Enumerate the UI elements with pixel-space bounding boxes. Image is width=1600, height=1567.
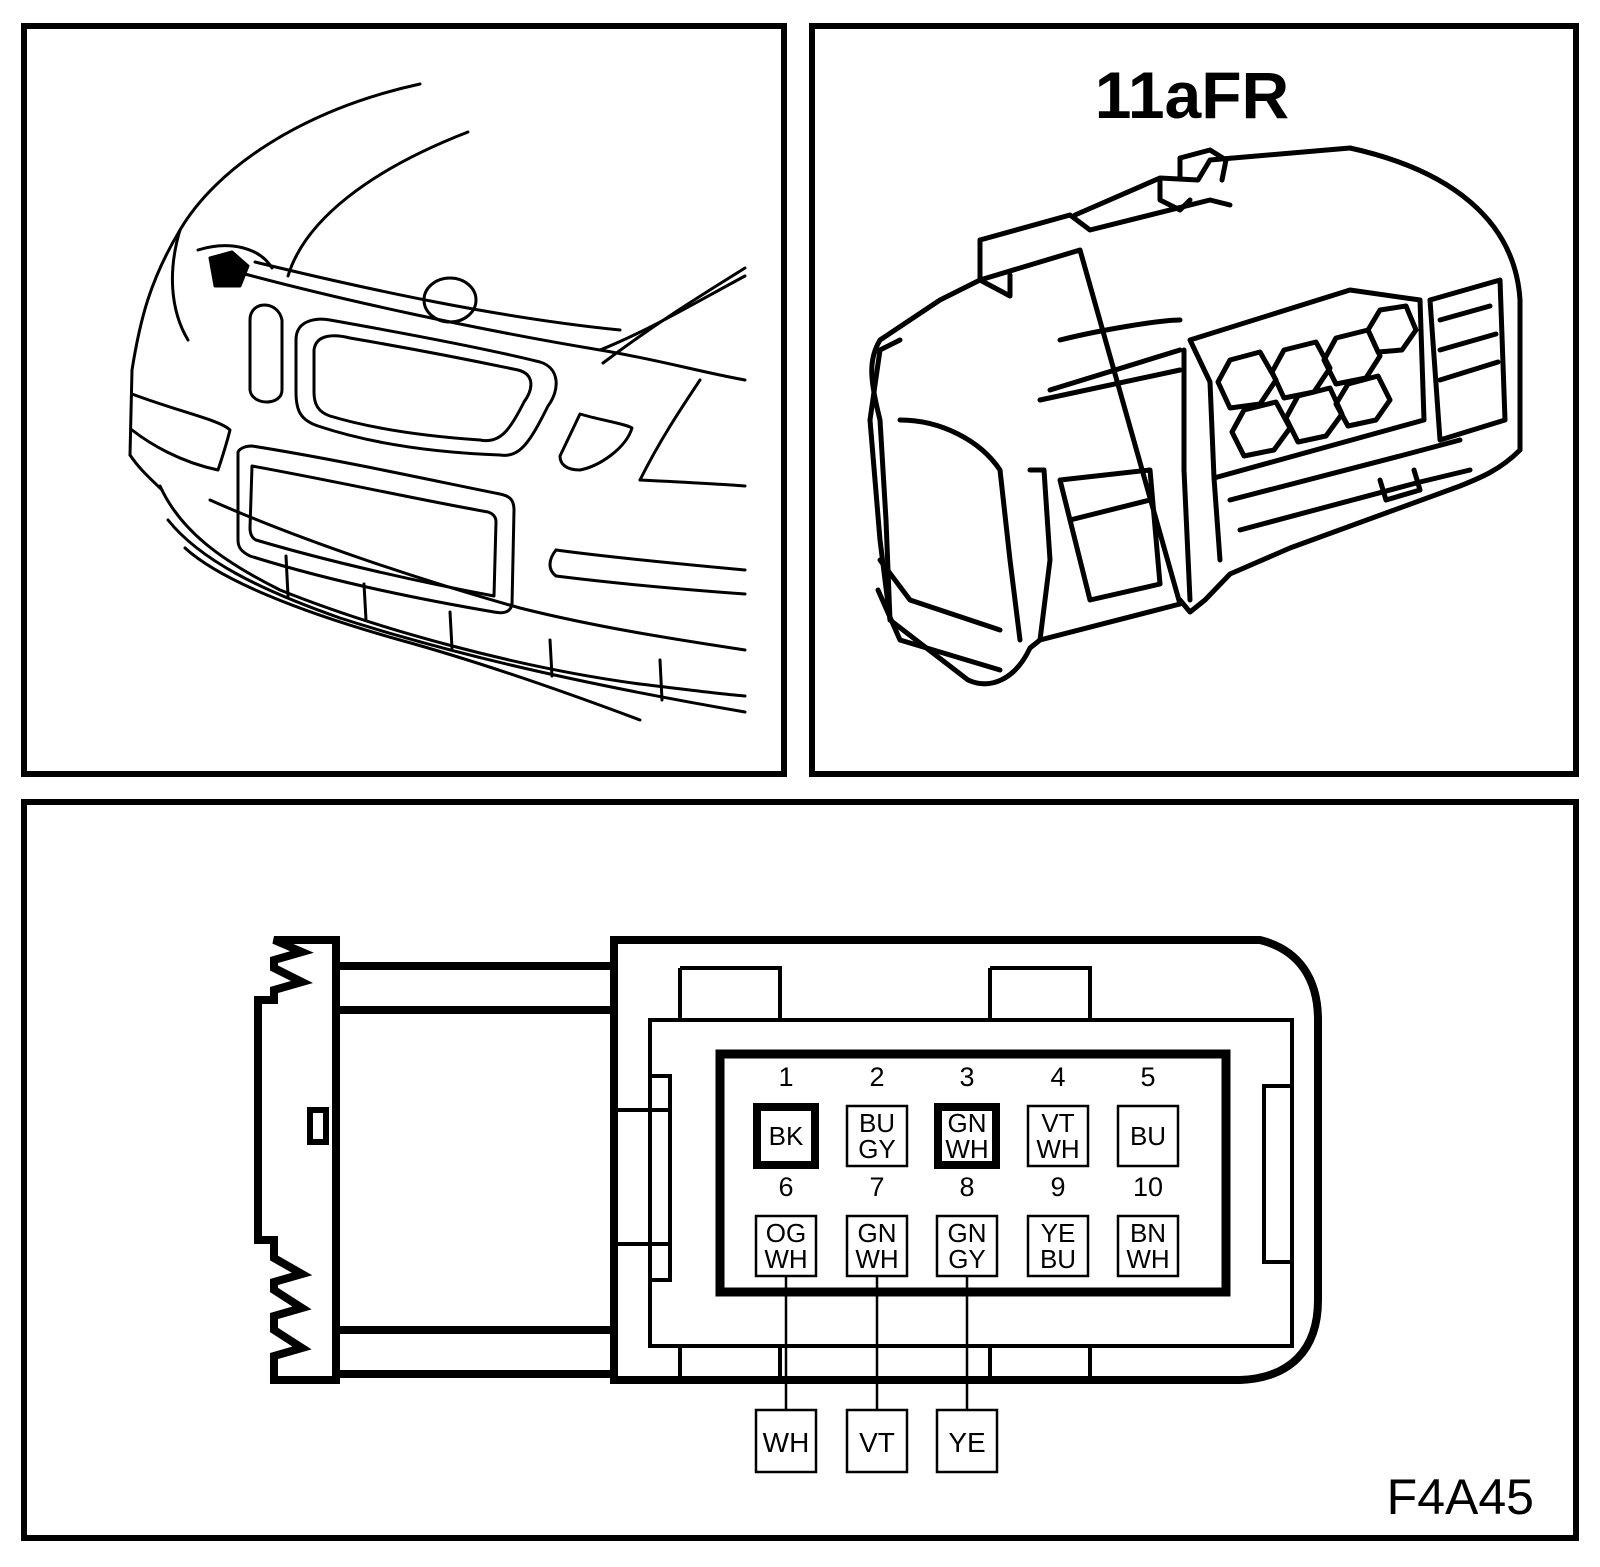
pin-number: 2 (869, 1062, 884, 1092)
pin-5: 5BU (1116, 1062, 1180, 1168)
pin-cavity (1026, 1104, 1090, 1168)
pin-1: 1BK (753, 1062, 819, 1169)
connector-title: 11aFR (1095, 58, 1289, 132)
wire-labels: WH VT YE (754, 1276, 999, 1474)
pin-color-code: WH (1126, 1244, 1169, 1274)
pin-number: 9 (1050, 1172, 1065, 1202)
car-location-panel (21, 23, 787, 777)
pin-color-code: BU (1040, 1244, 1076, 1274)
pin-number: 1 (778, 1062, 793, 1092)
pin-number: 6 (778, 1172, 793, 1202)
connector-3d-illustration (867, 145, 1523, 687)
pin-number: 4 (1050, 1062, 1065, 1092)
pin-color-code: GN (948, 1108, 987, 1138)
pin-number: 10 (1133, 1172, 1163, 1202)
pin-color-code: WH (764, 1244, 807, 1274)
wire-6: WH (754, 1276, 818, 1474)
pinout-panel: 1BK2BUGY3GNWH4VTWH5BU6OGWH7GNWH8GNGY9YEB… (21, 799, 1579, 1541)
pin-cavity (754, 1214, 818, 1278)
pin-number: 8 (959, 1172, 974, 1202)
pin-cavity (753, 1103, 819, 1169)
pin-cavity (845, 1214, 909, 1278)
wire-color-box (935, 1408, 999, 1474)
pin-cavity (935, 1214, 999, 1278)
wire-color-box (845, 1408, 909, 1474)
pin-color-code: BU (859, 1108, 895, 1138)
pin-number: 7 (869, 1172, 884, 1202)
pin-color-code: GY (858, 1134, 896, 1164)
pin-color-code: WH (855, 1244, 898, 1274)
pin-color-code: YE (1041, 1218, 1076, 1248)
wire-color-box (754, 1408, 818, 1474)
wire-7: VT (845, 1276, 909, 1474)
pin-color-code: BK (769, 1121, 804, 1151)
pin-number: 5 (1140, 1062, 1155, 1092)
car-front-illustration (128, 82, 747, 722)
pin-cavity (934, 1103, 1000, 1169)
pin-color-code: GY (948, 1244, 986, 1274)
pin-cavity (1116, 1214, 1180, 1278)
pin-cavity (1026, 1214, 1090, 1278)
pin-color-code: OG (766, 1218, 806, 1248)
pin-color-code: VT (1041, 1108, 1074, 1138)
wire-color-label: YE (948, 1427, 985, 1458)
pin-color-code: WH (945, 1134, 988, 1164)
wire-color-label: WH (763, 1427, 810, 1458)
pin-color-code: BN (1130, 1218, 1166, 1248)
pin-cavity (1116, 1104, 1180, 1168)
pin-cavity (845, 1104, 909, 1168)
pin-color-code: BU (1130, 1121, 1166, 1151)
pin-color-code: GN (948, 1218, 987, 1248)
figure-code: F4A45 (1387, 1469, 1534, 1525)
connector-face-outline (254, 936, 1322, 1384)
pin-color-code: WH (1036, 1134, 1079, 1164)
pin-color-code: GN (858, 1218, 897, 1248)
pin-grid: 1BK2BUGY3GNWH4VTWH5BU6OGWH7GNWH8GNGY9YEB… (753, 1062, 1180, 1278)
connector-photo-panel: 11aFR (809, 23, 1579, 777)
wire-color-label: VT (859, 1427, 895, 1458)
pin-number: 3 (959, 1062, 974, 1092)
wire-8: YE (935, 1276, 999, 1474)
